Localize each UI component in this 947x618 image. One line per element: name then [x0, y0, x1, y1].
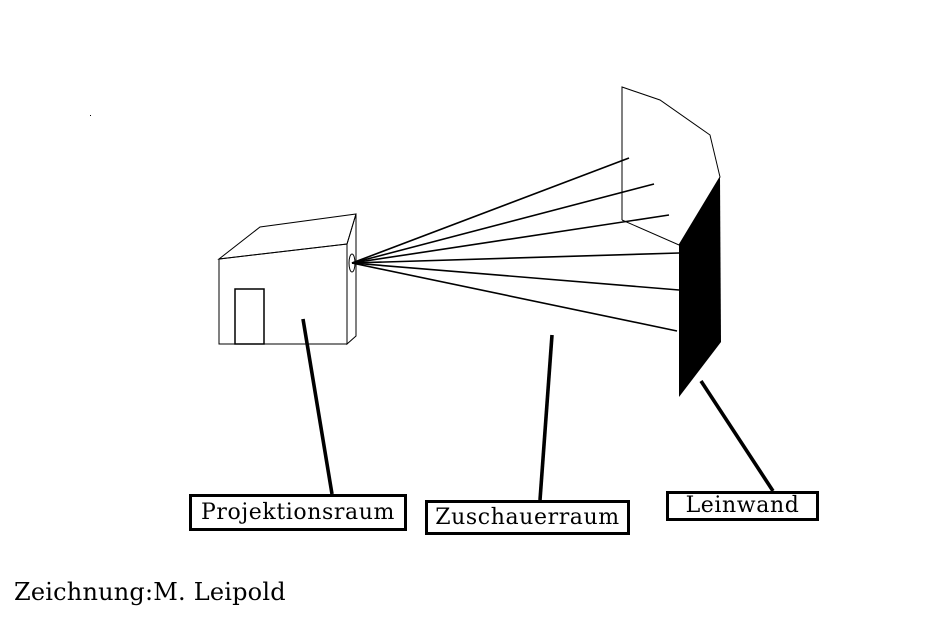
leader-lines	[301, 318, 775, 501]
label-screen-text: Leinwand	[685, 493, 800, 518]
leader-auditorium	[538, 334, 554, 501]
label-projection-room: Projektionsraum	[189, 494, 407, 531]
beam-6	[351, 262, 678, 332]
beam-3	[351, 214, 670, 264]
beam-5	[351, 262, 680, 291]
leader-screen	[699, 380, 775, 492]
leader-projection-room	[301, 318, 334, 495]
projection-room-box	[217, 213, 357, 346]
label-auditorium-text: Zuschauerraum	[435, 504, 620, 530]
label-projection-room-text: Projektionsraum	[201, 499, 395, 525]
beam-1	[351, 157, 630, 264]
stray-dot	[90, 115, 91, 116]
projection-beams	[351, 157, 680, 332]
screen-panel	[679, 177, 721, 397]
beam-4	[351, 252, 680, 264]
beam-2	[351, 183, 655, 264]
projection-room-side-face	[346, 213, 357, 346]
label-screen: Leinwand	[666, 491, 819, 521]
projection-room-top-face	[217, 213, 357, 260]
projection-room-door	[234, 288, 265, 345]
drawing-credit: Zeichnung:M. Leipold	[14, 578, 286, 606]
projection-room-front-face	[218, 243, 348, 345]
label-auditorium: Zuschauerraum	[425, 500, 630, 535]
